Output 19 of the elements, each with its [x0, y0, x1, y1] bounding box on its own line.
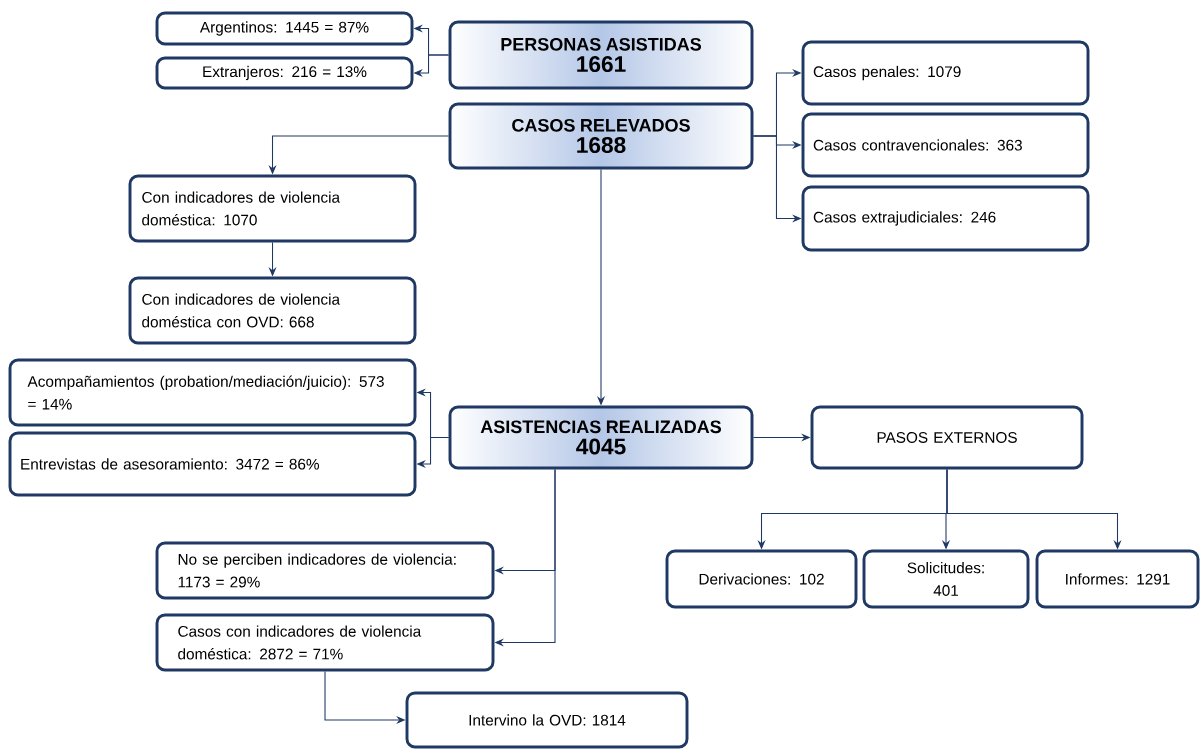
process-box: Acompañamientos (probation/mediación/juicio): 573 = 14%: [8, 358, 417, 427]
process-box: Casos contravencionales: 363: [801, 112, 1090, 178]
process-box: PASOS EXTERNOS: [810, 405, 1084, 470]
process-box: Casos con indicadores de violencia doméstica: 2872 = 71%: [155, 613, 495, 672]
process-box: No se perciben indicadores de violencia: 1173 = 29%: [155, 541, 495, 600]
heading-box: CASOS RELEVADOS 1688: [448, 102, 754, 170]
process-box: Derivaciones: 102: [665, 549, 858, 609]
process-box: Solicitudes: 401: [862, 549, 1030, 609]
heading-box: PERSONAS ASISTIDAS 1661: [448, 20, 754, 90]
process-box: Con indicadores de violencia doméstica: 1070: [128, 174, 417, 243]
process-box: Intervino la OVD: 1814: [405, 691, 689, 749]
process-box: Informes: 1291: [1035, 549, 1200, 609]
heading-box: ASISTENCIAS REALIZADAS 4045: [448, 405, 754, 470]
process-box: Con indicadores de violencia doméstica con OVD: 668: [128, 276, 417, 345]
process-box: Entrevistas de asesoramiento: 3472 = 86%: [8, 431, 417, 497]
process-box: Extranjeros: 216 = 13%: [155, 56, 414, 90]
process-box: Casos extrajudiciales: 246: [801, 185, 1090, 252]
process-box: Argentinos: 1445 = 87%: [155, 11, 414, 46]
process-box: Casos penales: 1079: [801, 40, 1090, 106]
